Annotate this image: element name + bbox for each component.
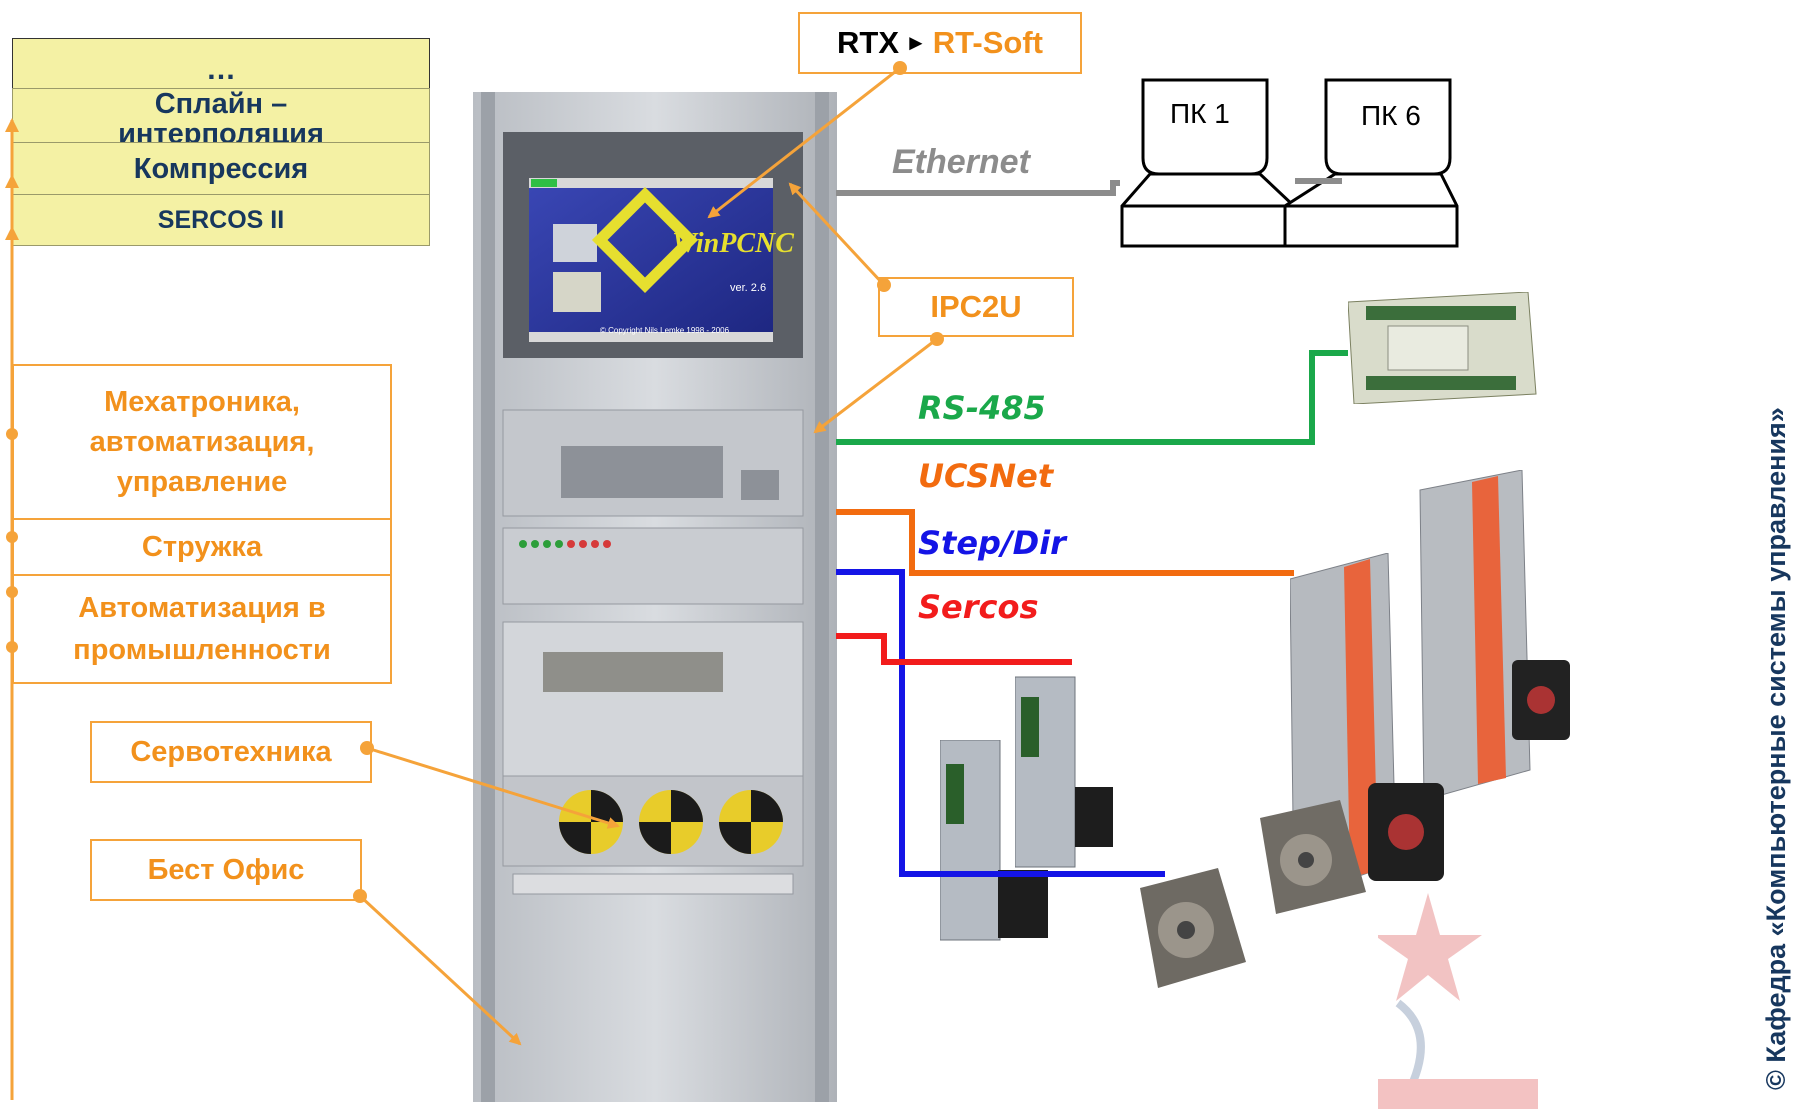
partner-industry-text: Автоматизация в промышленности <box>73 592 331 666</box>
timeline-dot-3 <box>6 586 18 598</box>
pc-6-label: ПК 6 <box>1361 100 1421 131</box>
stepdir-label: Step/Dir <box>918 524 1066 562</box>
ipc2u-box: IPC2U <box>878 277 1074 337</box>
stepdir-line <box>836 569 1165 877</box>
servo-arrow <box>366 746 620 829</box>
screen-version: ver. 2.6 <box>730 282 767 294</box>
rtsoft-label: RT-Soft <box>932 25 1043 60</box>
screen-title: WinPCNC <box>672 228 794 259</box>
rtx-rtsoft-box: RTX ► RT-Soft <box>798 12 1082 74</box>
servo-drive-large-1 <box>1290 553 1444 900</box>
io-controller-board <box>1348 292 1537 404</box>
partner-box-mechatronics: Мехатроника, автоматизация, управление <box>12 364 392 520</box>
ucsnet-label: UCSNet <box>918 457 1054 495</box>
ipc2u-arrow-monitor <box>788 182 886 287</box>
rs485-line <box>836 350 1348 445</box>
sercos-line <box>836 633 1072 665</box>
servo-drive-small-1 <box>940 740 1048 941</box>
timeline-dot-1 <box>6 428 18 440</box>
ucsnet-line <box>836 509 1294 576</box>
partner-office-text: Бест Офис <box>147 853 305 886</box>
partner-box-office: Бест Офис <box>90 839 362 901</box>
screen-copyright: © Copyright Nils Lemke 1998 - 2006 <box>600 326 730 335</box>
partner-servo-text: Сервотехника <box>130 735 332 768</box>
partner-chips-text: Стружка <box>141 530 263 563</box>
timeline-arrow-1 <box>5 118 19 132</box>
servo-drive-small-2 <box>1015 676 1113 868</box>
stack-layer-compression: Компрессия <box>12 142 430 196</box>
rtx-label: RTX <box>837 25 899 60</box>
timeline-arrow-3 <box>5 226 19 240</box>
ethernet-label: Ethernet <box>892 143 1030 181</box>
pc-6-icon <box>1283 78 1459 248</box>
stepper-motor-2 <box>1260 800 1366 914</box>
stack-layer-sercos: SERCOS II <box>12 194 430 246</box>
timeline-arrow-2 <box>5 174 19 188</box>
rs485-label: RS-485 <box>918 389 1046 427</box>
ethernet-line <box>836 180 1120 196</box>
servo-drive-large-2 <box>1419 470 1570 801</box>
office-arrow <box>358 894 522 1046</box>
equipment-rack-photo <box>473 92 837 1102</box>
rtsoft-arrow <box>707 66 901 219</box>
vertical-caption: © Кафедра «Компьютерные системы управлен… <box>1761 407 1791 1090</box>
pc-1-label: ПК 1 <box>1170 98 1230 129</box>
stack-layer-ellipsis: … <box>12 38 430 90</box>
partner-mechatronics-text: Мехатроника, автоматизация, управление <box>89 386 315 498</box>
stack-ellipsis-text: … <box>206 53 236 86</box>
rtx-arrow-icon: ► <box>905 30 927 55</box>
timeline-dot-4 <box>6 641 18 653</box>
ipc2u-label: IPC2U <box>930 289 1022 324</box>
partner-box-servo: Сервотехника <box>90 721 372 783</box>
sercos-label: Sercos <box>918 588 1039 626</box>
stepper-motor-1 <box>1140 868 1246 988</box>
stack-compression-text: Компрессия <box>133 152 309 185</box>
ipc2u-arrow-keyboard <box>813 337 938 434</box>
stack-sercos-text: SERCOS II <box>157 205 285 234</box>
timeline-dot-2 <box>6 531 18 543</box>
pc-1-icon <box>1120 78 1296 248</box>
partner-box-industry: Автоматизация в промышленности <box>12 574 392 684</box>
stack-spline-text: Сплайн – интерполяция <box>118 88 324 144</box>
university-logo <box>1378 893 1538 1109</box>
